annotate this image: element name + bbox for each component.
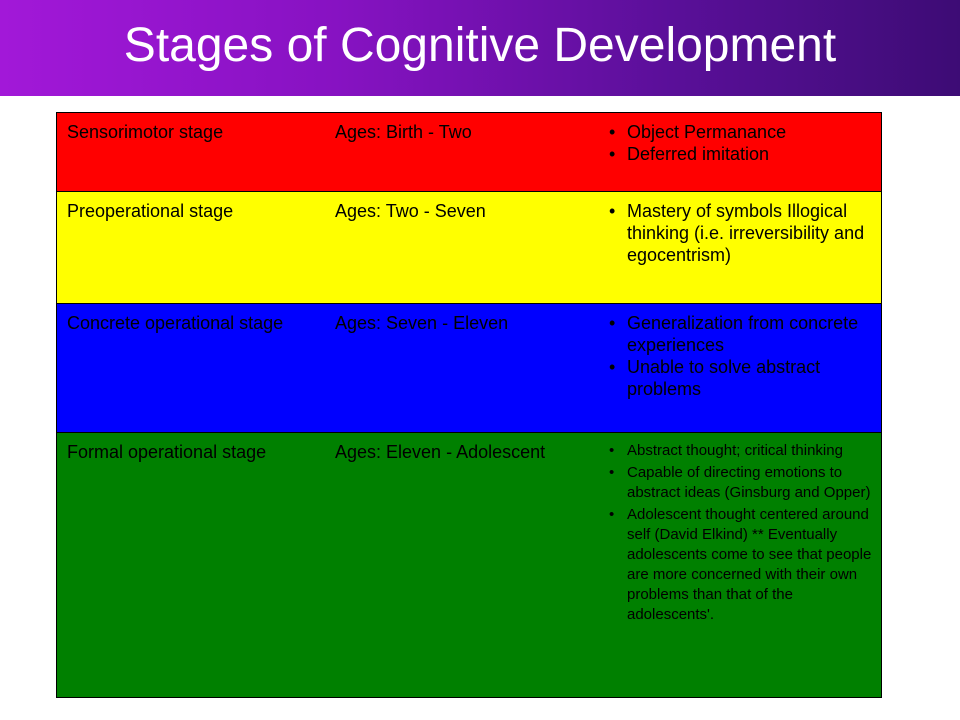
stage-name: Sensorimotor stage bbox=[67, 122, 224, 142]
stage-ages: Ages: Eleven - Adolescent bbox=[335, 442, 546, 462]
stage-characteristics: Generalization from concrete experiences… bbox=[605, 312, 873, 400]
slide-title: Stages of Cognitive Development bbox=[123, 19, 837, 72]
stage-characteristics: Object Permanance Deferred imitation bbox=[605, 121, 873, 165]
list-item: Adolescent thought centered around self … bbox=[605, 505, 873, 625]
list-item: Abstract thought; critical thinking bbox=[605, 441, 873, 461]
list-item: Unable to solve abstract problems bbox=[605, 356, 873, 400]
list-item: Capable of directing emotions to abstrac… bbox=[605, 463, 873, 503]
list-item: Mastery of symbols Illogical thinking (i… bbox=[605, 200, 873, 266]
stages-table: Sensorimotor stage Ages: Birth - Two Obj… bbox=[56, 112, 882, 698]
stage-name: Concrete operational stage bbox=[67, 313, 284, 333]
table-row-preoperational: Preoperational stage Ages: Two - Seven M… bbox=[57, 192, 881, 303]
stage-ages: Ages: Two - Seven bbox=[335, 201, 486, 221]
list-item: Deferred imitation bbox=[605, 143, 873, 165]
stage-ages: Ages: Birth - Two bbox=[335, 122, 472, 142]
list-item: Object Permanance bbox=[605, 121, 873, 143]
list-item: Generalization from concrete experiences bbox=[605, 312, 873, 356]
stage-name: Formal operational stage bbox=[67, 442, 267, 462]
title-bar: Stages of Cognitive Development bbox=[0, 0, 960, 96]
table-row-sensorimotor: Sensorimotor stage Ages: Birth - Two Obj… bbox=[57, 113, 881, 191]
stage-characteristics: Abstract thought; critical thinking Capa… bbox=[605, 441, 873, 627]
table-row-formal-operational: Formal operational stage Ages: Eleven - … bbox=[57, 433, 881, 697]
stage-name: Preoperational stage bbox=[67, 201, 234, 221]
table-row-concrete-operational: Concrete operational stage Ages: Seven -… bbox=[57, 304, 881, 432]
stage-characteristics: Mastery of symbols Illogical thinking (i… bbox=[605, 200, 873, 266]
stage-ages: Ages: Seven - Eleven bbox=[335, 313, 509, 333]
